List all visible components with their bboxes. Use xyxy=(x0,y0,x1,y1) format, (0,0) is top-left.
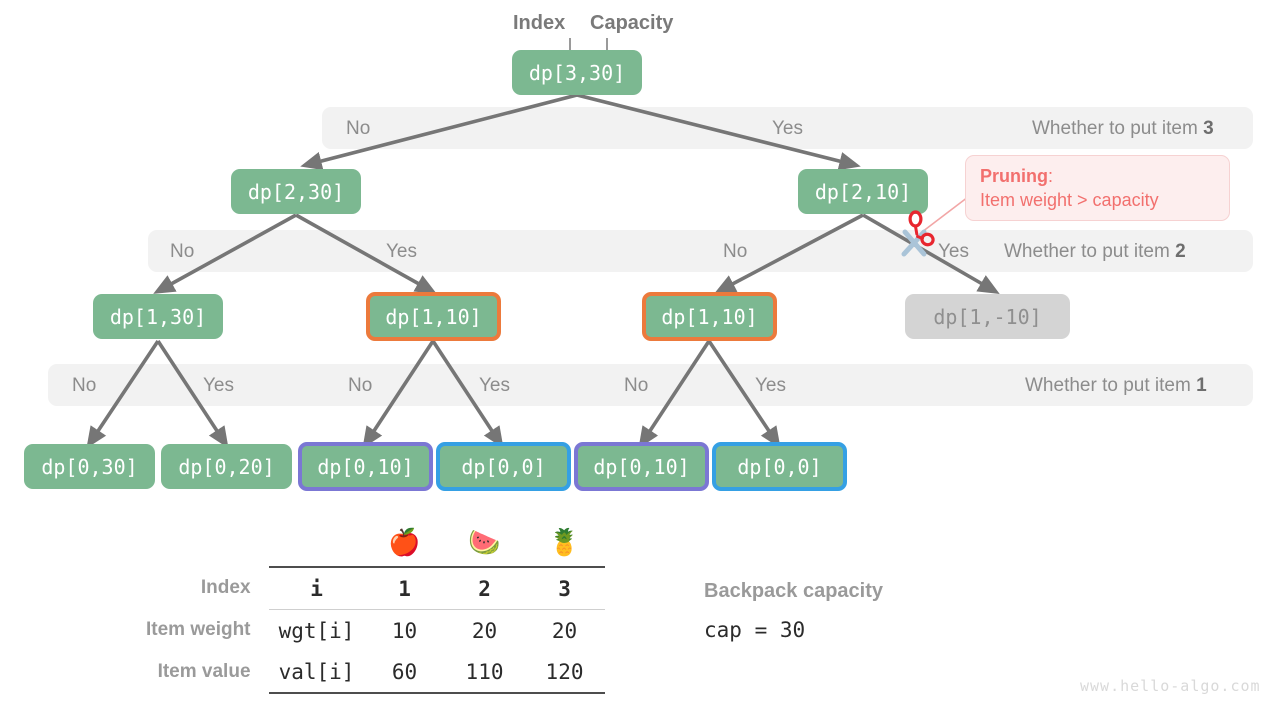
tree-node-dp1-30[interactable]: dp[1,30] xyxy=(93,294,223,339)
tree-node-dp1-neg10-pruned[interactable]: dp[1,-10] xyxy=(905,294,1070,339)
tree-node-dp2-10[interactable]: dp[2,10] xyxy=(798,169,928,214)
pineapple-icon: 🍍 xyxy=(548,528,581,558)
tree-node-dp0-20[interactable]: dp[0,20] xyxy=(161,444,292,489)
item-info-table: 🍎 🍉 🍍 Index i 1 2 3 Item weight wgt[i] 1… xyxy=(146,520,605,694)
cell-index-3: 3 xyxy=(524,566,605,610)
tree-node-dp0-0-right[interactable]: dp[0,0] xyxy=(712,442,847,491)
band2-label-no-1: No xyxy=(170,241,195,262)
table-row-index: Index i 1 2 3 xyxy=(146,566,605,610)
band2-label-no-2: No xyxy=(723,241,748,262)
band1-label-yes: Yes xyxy=(772,118,803,139)
band1-title-number: 3 xyxy=(1203,118,1214,139)
band3-label-no-3: No xyxy=(624,375,649,396)
backpack-capacity-value: cap = 30 xyxy=(704,618,806,642)
band3-label-no-1: No xyxy=(72,375,97,396)
band2-title: Whether to put item 2 xyxy=(1004,242,1186,261)
pruning-callout: Pruning: Item weight > capacity xyxy=(965,155,1230,221)
table-row-value: Item value val[i] 60 110 120 xyxy=(146,651,605,694)
cell-index-key: i xyxy=(268,566,365,610)
band1-title-text: Whether to put item xyxy=(1032,118,1204,139)
cell-index-2: 2 xyxy=(444,566,525,610)
cell-weight-3: 20 xyxy=(524,609,605,651)
cell-weight-2: 20 xyxy=(444,609,525,651)
capacity-annotation-label: Capacity xyxy=(590,12,674,34)
tree-node-dp0-30[interactable]: dp[0,30] xyxy=(24,444,155,489)
cell-value-2: 110 xyxy=(444,651,525,694)
cell-weight-1: 10 xyxy=(364,609,445,651)
row-header-item-weight: Item weight xyxy=(146,619,251,641)
band3-label-no-2: No xyxy=(348,375,373,396)
row-header-item-value: Item value xyxy=(157,661,251,682)
band3-label-yes-2: Yes xyxy=(479,375,510,396)
pruning-callout-line2: Item weight > capacity xyxy=(980,190,1159,211)
cell-weight-key: wgt[i] xyxy=(268,609,365,651)
cell-value-key: val[i] xyxy=(268,651,365,694)
backpack-capacity-title: Backpack capacity xyxy=(704,580,884,602)
band3-label-yes-1: Yes xyxy=(203,375,234,396)
row-header-index: Index xyxy=(200,577,251,599)
band1-title: Whether to put item 3 xyxy=(1032,119,1214,138)
tree-node-dp0-0-left[interactable]: dp[0,0] xyxy=(436,442,571,491)
watermelon-icon: 🍉 xyxy=(468,528,501,558)
band3-label-yes-3: Yes xyxy=(755,375,786,396)
band1-label-no: No xyxy=(346,118,371,139)
band3-title-text: Whether to put item xyxy=(1025,375,1197,396)
index-annotation-label: Index xyxy=(513,12,566,34)
watermark: www.hello-algo.com xyxy=(1080,677,1261,695)
tree-node-dp1-10-right[interactable]: dp[1,10] xyxy=(642,292,777,341)
table-row-fruit-icons: 🍎 🍉 🍍 xyxy=(146,520,605,567)
table-row-weight: Item weight wgt[i] 10 20 20 xyxy=(146,609,605,651)
band2-label-yes-1: Yes xyxy=(386,241,417,262)
tree-node-dp1-10-left[interactable]: dp[1,10] xyxy=(366,292,501,341)
pruning-callout-line1: Pruning: xyxy=(980,164,1215,188)
fruit-col-spacer xyxy=(269,520,365,567)
band2-title-text: Whether to put item xyxy=(1004,241,1176,262)
pruning-label: Pruning xyxy=(980,166,1048,186)
scissors-icon xyxy=(894,210,940,262)
cell-value-1: 60 xyxy=(364,651,445,694)
band3-title: Whether to put item 1 xyxy=(1025,376,1207,395)
apple-icon: 🍎 xyxy=(388,528,421,558)
pruning-colon: : xyxy=(1048,166,1054,186)
tree-node-dp0-10-right[interactable]: dp[0,10] xyxy=(574,442,709,491)
band3-title-number: 1 xyxy=(1196,375,1207,396)
fruit-row-spacer xyxy=(146,520,269,567)
tree-node-root[interactable]: dp[3,30] xyxy=(512,50,642,95)
cell-value-3: 120 xyxy=(524,651,605,694)
cell-index-1: 1 xyxy=(364,566,445,610)
tree-node-dp2-30[interactable]: dp[2,30] xyxy=(231,169,361,214)
tree-node-dp0-10-left[interactable]: dp[0,10] xyxy=(298,442,433,491)
band2-label-yes-2: Yes xyxy=(938,241,969,262)
band2-title-number: 2 xyxy=(1175,241,1186,262)
